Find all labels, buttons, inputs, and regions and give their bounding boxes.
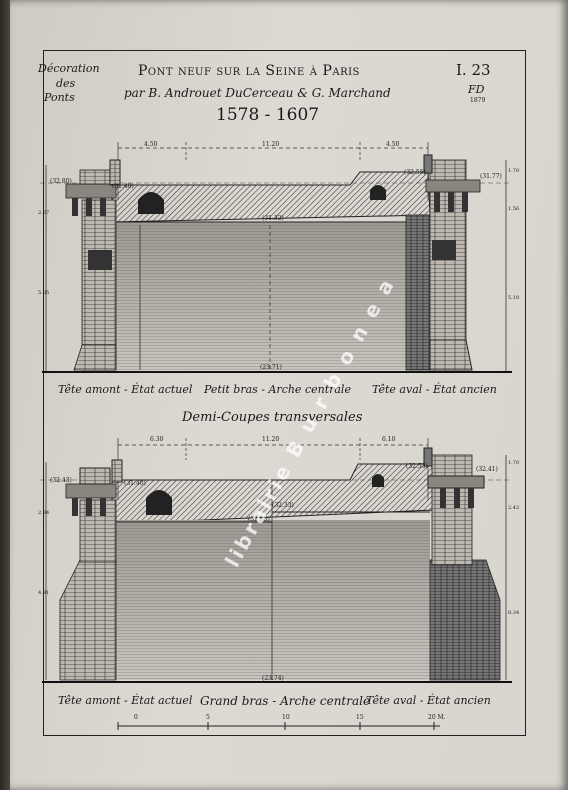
lower-level-left-1: (32.43) (50, 477, 72, 484)
lower-scale-left-1: 2.34 (38, 510, 50, 516)
upper-caption-left: Tête amont - État actuel (58, 383, 193, 396)
upper-caption-center: Petit bras - Arche centrale (204, 383, 351, 396)
scale-label-0: 0 (134, 714, 138, 721)
upper-level-left-1: (32.80) (50, 178, 72, 185)
lower-dim-right: 6.10 (382, 436, 396, 443)
lower-scale-left-2: 4.91 (38, 590, 50, 596)
upper-dim-right: 4.50 (386, 141, 400, 148)
upper-section-drawing (40, 142, 512, 373)
watermark-text: librairie B u r b o n e a (220, 272, 400, 572)
series-label-line2: des (56, 77, 76, 90)
scale-label-15: 15 (356, 714, 364, 721)
upper-dim-left: 4.50 (144, 141, 158, 148)
upper-scale-left-1: 2.27 (38, 210, 50, 216)
lower-scale-right-1: 1.70 (508, 460, 520, 466)
section-title: Demi-Coupes transversales (182, 410, 363, 425)
lower-scale-right-2: 2.42 (508, 505, 520, 511)
plate-dates: 1578 - 1607 (216, 105, 320, 125)
lower-caption-right: Tête aval - État ancien (366, 694, 491, 707)
lower-dim-left: 6.30 (150, 436, 164, 443)
lower-level-left-2: (31.40) (124, 480, 146, 487)
lower-level-center: (32.33) (272, 502, 294, 509)
lower-caption-left: Tête amont - État actuel (58, 694, 193, 707)
signature-monogram: FD (468, 83, 485, 96)
lower-caption-center: Grand bras - Arche centrale (200, 694, 371, 708)
scale-bar (117, 722, 440, 730)
upper-dim-center: 11.20 (262, 141, 280, 148)
upper-scale-left-2: 5.05 (38, 290, 50, 296)
lower-level-center-2: (32.33) (248, 516, 270, 523)
plate-authors: par B. Androuet DuCerceau & G. Marchand (124, 86, 391, 100)
upper-level-right-2: (31.77) (480, 173, 502, 180)
upper-scale-right-2: 1.56 (508, 206, 520, 212)
series-label-line3: Ponts (44, 91, 75, 104)
lower-level-base: (23.74) (262, 675, 284, 682)
plate-number: I. 23 (456, 61, 491, 79)
plate-frame (43, 50, 526, 736)
lower-level-right-2: (32.41) (476, 466, 498, 473)
upper-level-base: (23.71) (260, 364, 282, 371)
series-label-line1: Décoration (38, 62, 100, 75)
upper-level-right-1: (32.55) (404, 169, 426, 176)
upper-scale-right-3: 5.18 (508, 295, 520, 301)
lower-scale-right-3: 8.34 (508, 610, 520, 616)
scale-label-5: 5 (206, 714, 210, 721)
lower-dim-center: 11.20 (262, 436, 280, 443)
scale-label-10: 10 (282, 714, 290, 721)
scale-label-20: 20 M. (428, 714, 446, 721)
plate-title: Pont neuf sur la Seine à Paris (138, 63, 360, 79)
upper-level-center: (31.32) (262, 215, 284, 222)
upper-level-left-2: (31.40) (112, 183, 134, 190)
lower-level-right-1: (32.53) (406, 463, 428, 470)
lower-section-drawing (40, 438, 512, 683)
upper-caption-right: Tête aval - État ancien (372, 383, 497, 396)
upper-scale-right-1: 1.70 (508, 168, 520, 174)
signature-year: 1879 (470, 97, 486, 104)
